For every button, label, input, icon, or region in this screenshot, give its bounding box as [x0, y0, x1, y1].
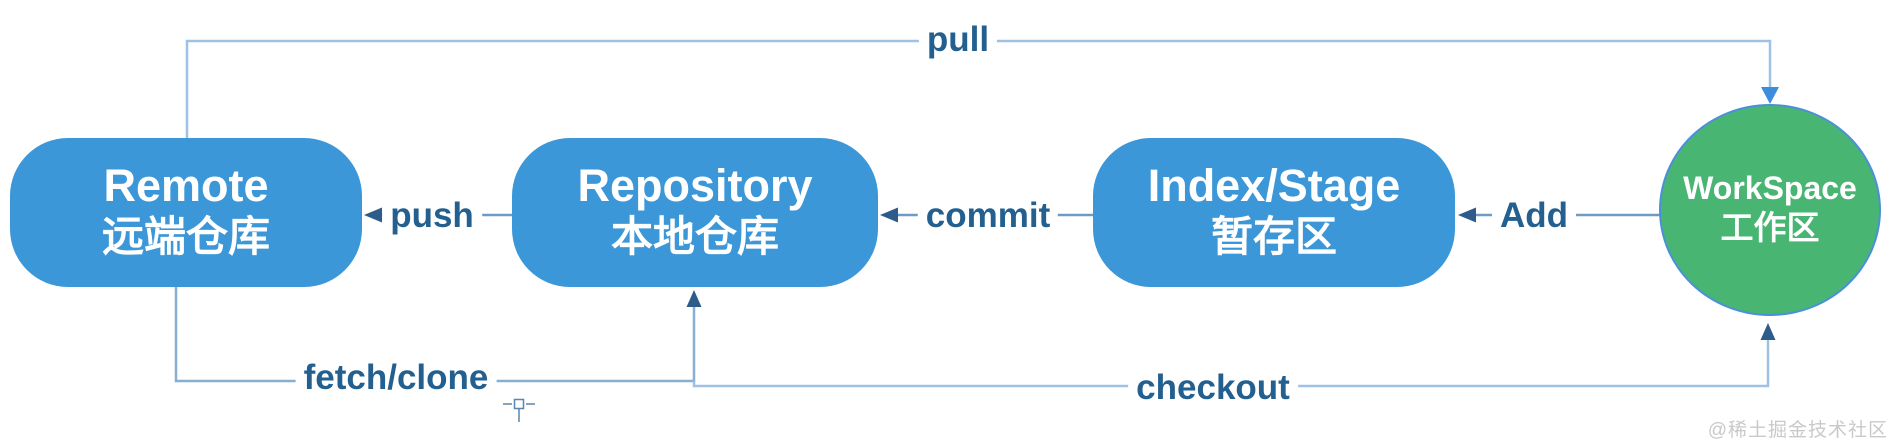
node-index-stage: Index/Stage 暂存区 — [1093, 138, 1455, 287]
node-index-stage-subtitle: 暂存区 — [1210, 213, 1337, 261]
node-workspace: WorkSpace 工作区 — [1659, 104, 1881, 316]
node-repository-title: Repository — [577, 160, 813, 212]
push-arrowhead-left-icon — [364, 207, 382, 223]
node-repository: Repository 本地仓库 — [512, 138, 878, 287]
edge-label-pull: pull — [918, 20, 998, 60]
commit-arrowhead-left-icon — [880, 207, 898, 223]
edge-label-commit: commit — [917, 196, 1059, 236]
edge-label-fetch-clone: fetch/clone — [295, 358, 497, 398]
pull-arrowhead-down-icon — [1761, 87, 1779, 104]
watermark: @稀土掘金技术社区 — [1707, 420, 1888, 441]
node-remote: Remote 远端仓库 — [10, 138, 362, 287]
anchor-cursor-icon — [503, 398, 535, 422]
edge-label-checkout: checkout — [1128, 368, 1298, 408]
checkout-arrowhead-up-icon — [1760, 323, 1776, 340]
node-repository-subtitle: 本地仓库 — [610, 213, 779, 261]
edge-label-add: Add — [1491, 196, 1577, 236]
node-workspace-subtitle: 工作区 — [1720, 209, 1820, 247]
fetch-clone-arrowhead-up-icon — [686, 290, 702, 307]
node-remote-subtitle: 远端仓库 — [101, 213, 270, 261]
node-index-stage-title: Index/Stage — [1147, 160, 1401, 212]
node-workspace-title: WorkSpace — [1683, 170, 1857, 207]
node-remote-title: Remote — [103, 160, 269, 212]
add-arrowhead-left-icon — [1458, 207, 1476, 223]
edge-label-push: push — [382, 196, 482, 236]
